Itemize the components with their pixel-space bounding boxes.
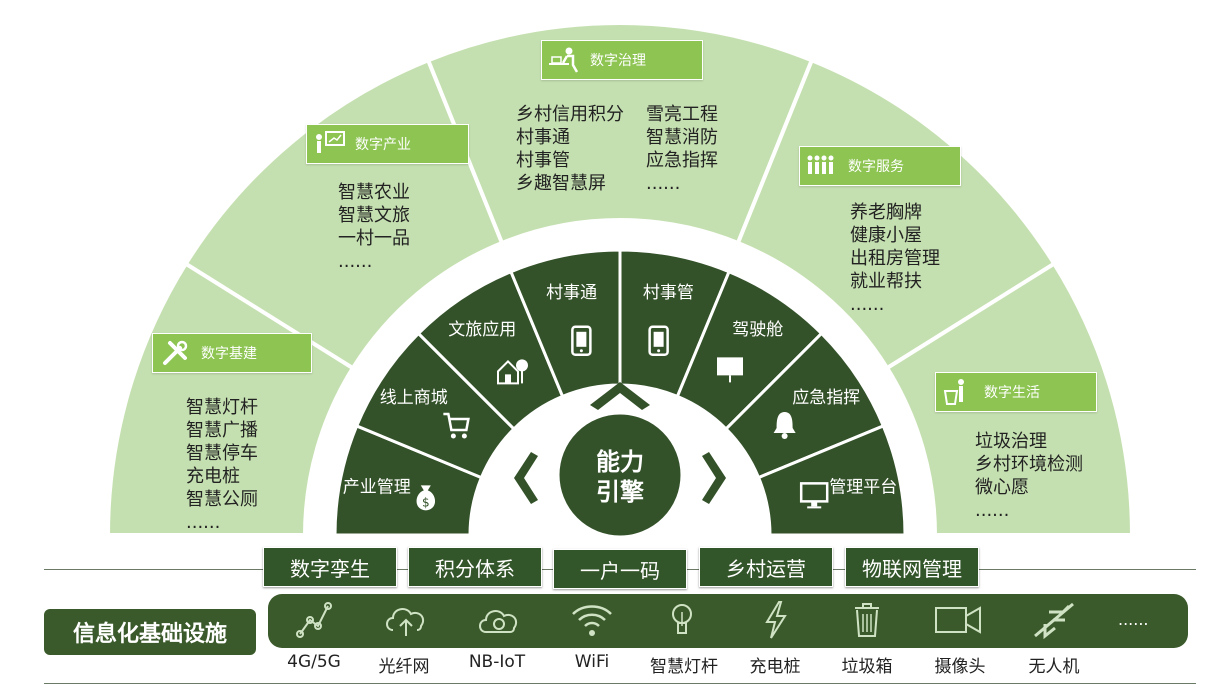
section-label-service: 数字服务 bbox=[799, 146, 961, 186]
section-label-industry: 数字产业 bbox=[306, 124, 469, 164]
infra-caption: 摄像头 bbox=[934, 657, 986, 677]
core-engine: 能力 引擎 bbox=[556, 411, 684, 539]
monitor-icon bbox=[717, 357, 744, 383]
list-item: 养老胸牌 bbox=[850, 202, 922, 223]
lightning-icon bbox=[735, 598, 815, 642]
list-item: 乡村信用积分 bbox=[516, 104, 624, 125]
list-item: ...... bbox=[186, 512, 221, 533]
list-item: 村事通 bbox=[516, 127, 570, 148]
core-line2: 引擎 bbox=[596, 478, 644, 506]
list-governance-right: 雪亮工程 智慧消防 应急指挥 ...... bbox=[646, 103, 718, 195]
core-line1: 能力 bbox=[596, 448, 644, 476]
infra-caption: WiFi bbox=[574, 652, 610, 672]
presenter-icon bbox=[307, 127, 351, 161]
list-infra: 智慧灯杆 智慧广播 智慧停车 充电桩 智慧公厕 ...... bbox=[186, 396, 258, 534]
infra-caption: 充电桩 bbox=[749, 657, 801, 677]
infra-caption: 无人机 bbox=[1028, 657, 1080, 677]
list-life: 垃圾治理 乡村环境检测 微心愿 ...... bbox=[975, 430, 1083, 522]
infra-caption: 4G/5G bbox=[287, 652, 341, 672]
inner-sector bbox=[756, 423, 907, 537]
list-item: 雪亮工程 bbox=[646, 104, 718, 125]
inner-sector-label: 线上商城 bbox=[380, 388, 448, 408]
wifi-icon bbox=[552, 598, 632, 642]
desk-worker-icon bbox=[542, 43, 586, 77]
list-industry: 智慧农业 智慧文旅 一村一品 ...... bbox=[338, 181, 410, 273]
list-service: 养老胸牌 健康小屋 出租房管理 就业帮扶 ...... bbox=[850, 201, 940, 316]
list-item: 智慧文旅 bbox=[338, 205, 410, 226]
list-item: 应急指挥 bbox=[646, 150, 718, 171]
list-item: 智慧广播 bbox=[186, 420, 258, 441]
inner-sector-label: 产业管理 bbox=[343, 478, 411, 498]
phone-icon bbox=[571, 325, 592, 357]
phone-icon bbox=[648, 325, 669, 357]
infra-caption: 智慧灯杆 bbox=[650, 657, 718, 677]
svg-text:$: $ bbox=[422, 495, 430, 509]
infrastructure-bar bbox=[268, 594, 1188, 648]
foundation-digital-twin: 数字孪生 bbox=[263, 547, 397, 587]
list-item: 智慧停车 bbox=[186, 443, 258, 464]
inner-sector-label: 驾驶舱 bbox=[732, 320, 783, 340]
cart-icon bbox=[443, 412, 470, 439]
foundation-village-ops: 乡村运营 bbox=[699, 547, 833, 587]
list-item: 微心愿 bbox=[975, 477, 1029, 498]
foundation-points-system: 积分体系 bbox=[408, 547, 542, 587]
inner-sector-label: 村事通 bbox=[546, 283, 597, 303]
list-item: 垃圾治理 bbox=[975, 431, 1047, 452]
list-item: 一村一品 bbox=[338, 228, 410, 249]
chevron-left-icon bbox=[514, 452, 538, 504]
infra-caption: 光纤网 bbox=[378, 657, 430, 677]
inner-sector-label: 村事管 bbox=[643, 283, 694, 303]
list-item: 乡趣智慧屏 bbox=[516, 173, 606, 194]
money-bag-icon: $ bbox=[416, 485, 436, 511]
infra-caption: 垃圾箱 bbox=[841, 657, 893, 677]
foundation-iot-management: 物联网管理 bbox=[845, 547, 979, 587]
list-item: 出租房管理 bbox=[850, 248, 940, 269]
list-item: 智慧灯杆 bbox=[186, 397, 258, 418]
house-tree-icon bbox=[496, 359, 528, 385]
list-item: ...... bbox=[975, 500, 1010, 521]
list-item: 智慧农业 bbox=[338, 182, 410, 203]
chevron-right-icon bbox=[702, 452, 726, 504]
list-item: 就业帮扶 bbox=[850, 271, 922, 292]
infrastructure-more: ...... bbox=[1118, 610, 1149, 629]
chevron-up-icon bbox=[590, 382, 650, 410]
inner-sector-label: 管理平台 bbox=[829, 478, 897, 498]
section-label-governance: 数字治理 bbox=[541, 40, 703, 80]
list-item: 村事管 bbox=[516, 150, 570, 171]
list-item: 充电桩 bbox=[186, 466, 240, 487]
list-item: 智慧公厕 bbox=[186, 489, 258, 510]
list-item: 乡村环境检测 bbox=[975, 454, 1083, 475]
inner-sector-label: 应急指挥 bbox=[792, 388, 860, 408]
list-item: ...... bbox=[850, 294, 885, 315]
trash-bin-icon bbox=[827, 598, 907, 642]
trash-person-icon bbox=[936, 375, 980, 409]
airplane-icon bbox=[1014, 598, 1094, 642]
list-item: 健康小屋 bbox=[850, 225, 922, 246]
list-item: 智慧消防 bbox=[646, 127, 718, 148]
people-group-icon bbox=[800, 149, 844, 183]
core-circle bbox=[556, 411, 684, 539]
list-item: ...... bbox=[646, 173, 681, 194]
list-governance-left: 乡村信用积分 村事通 村事管 乡趣智慧屏 bbox=[516, 103, 624, 195]
cloud-upload-icon bbox=[366, 598, 446, 642]
infra-caption: NB-IoT bbox=[468, 652, 526, 672]
bell-icon bbox=[773, 411, 796, 439]
camera-icon bbox=[918, 598, 998, 642]
network-icon bbox=[274, 598, 354, 642]
section-label-infra: 数字基建 bbox=[152, 333, 312, 373]
infrastructure-title: 信息化基础设施 bbox=[44, 609, 256, 655]
bottom-line bbox=[44, 683, 1196, 684]
section-label-life: 数字生活 bbox=[935, 372, 1097, 412]
list-item: ...... bbox=[338, 251, 373, 272]
foundation-household-code: 一户一码 bbox=[553, 549, 687, 589]
inner-sector-label: 文旅应用 bbox=[448, 320, 516, 340]
light-bulb-icon bbox=[642, 598, 722, 642]
cloud-sync-icon bbox=[459, 598, 539, 642]
desktop-icon bbox=[799, 482, 829, 509]
tools-icon bbox=[153, 336, 197, 370]
